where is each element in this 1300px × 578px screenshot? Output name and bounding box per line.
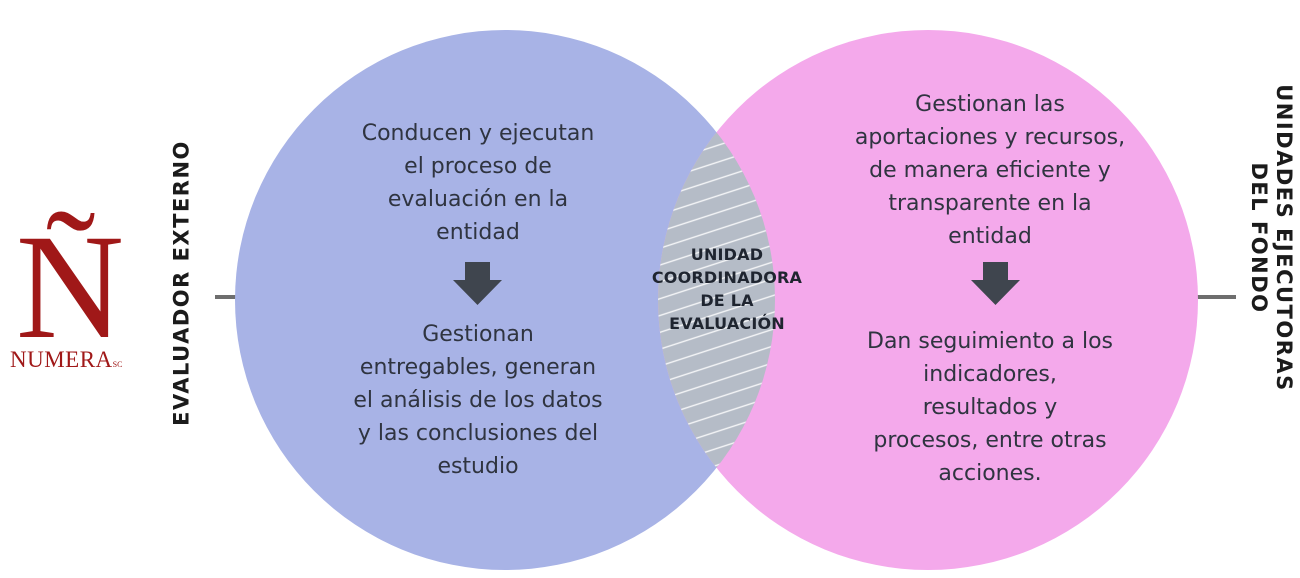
text-line: indicadores, (923, 362, 1057, 387)
right-side-label-line-2: DEL FONDO (1247, 162, 1271, 314)
center-overlap-label: UNIDAD COORDINADORA DE LA EVALUACIÓN (632, 243, 822, 335)
text-line: resultados y (922, 395, 1058, 420)
logo-suffix: SC (112, 360, 123, 369)
text-line: de manera eficiente y (869, 158, 1111, 183)
text-line: entidad (948, 224, 1032, 249)
text-line: el proceso de (404, 154, 552, 179)
text-line: el análisis de los datos (353, 388, 603, 413)
logo-wordmark: NUMERASC (10, 347, 122, 378)
text-line: entregables, generan (359, 355, 597, 380)
right-circle-bottom-text: Dan seguimiento a los indicadores, resul… (820, 325, 1160, 490)
right-side-label: UNIDADES EJECUTORAS DEL FONDO (1246, 84, 1296, 392)
text-line: Gestionan (422, 322, 534, 347)
center-line: EVALUACIÓN (669, 314, 785, 333)
left-side-label: EVALUADOR EXTERNO (169, 140, 194, 426)
left-circle-top-text: Conducen y ejecutan el proceso de evalua… (318, 117, 638, 249)
right-side-label-line-1: UNIDADES EJECUTORAS (1272, 84, 1296, 392)
text-line: entidad (436, 220, 520, 245)
right-circle-top-text: Gestionan las aportaciones y recursos, d… (820, 88, 1160, 253)
center-line: COORDINADORA (651, 268, 803, 287)
center-line: UNIDAD (690, 245, 764, 264)
text-line: Gestionan las (915, 92, 1065, 117)
left-circle-bottom-text: Gestionan entregables, generan el anális… (318, 318, 638, 483)
left-down-arrow-icon (453, 262, 502, 305)
text-line: transparente en la (888, 191, 1092, 216)
text-line: y las conclusiones del (357, 421, 599, 446)
logo-wordmark-text: NUMERA (10, 347, 113, 372)
text-line: aportaciones y recursos, (854, 125, 1126, 150)
right-circle (658, 30, 1198, 570)
left-circle (235, 30, 775, 570)
text-line: evaluación en la (387, 187, 569, 212)
right-down-arrow-icon (971, 262, 1020, 305)
text-line: acciones. (938, 461, 1042, 486)
text-line: Conducen y ejecutan (361, 121, 595, 146)
logo-letter: Ñ (15, 204, 125, 370)
text-line: Dan seguimiento a los (867, 329, 1113, 354)
text-line: procesos, entre otras (873, 428, 1107, 453)
text-line: estudio (437, 454, 519, 479)
center-line: DE LA (700, 291, 754, 310)
